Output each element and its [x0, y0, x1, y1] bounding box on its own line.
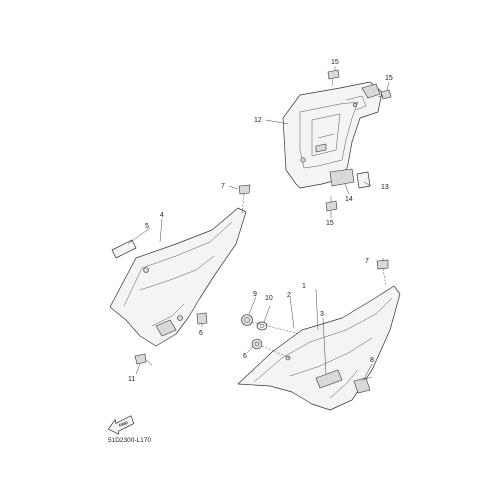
- right-side-cover: [237, 285, 401, 411]
- callout-4: 4: [160, 212, 164, 219]
- callout-5: 5: [145, 223, 149, 230]
- damper-6-left: [196, 312, 208, 325]
- callout-2: 2: [287, 292, 291, 299]
- callout-10: 10: [265, 295, 273, 302]
- washer-10: [256, 321, 268, 331]
- left-side-cover: [109, 207, 247, 347]
- grommet-7-right: [376, 259, 389, 287]
- pad-14: [356, 171, 371, 189]
- callout-6-right: 6: [243, 353, 247, 360]
- bracket-body: [282, 81, 383, 189]
- callout-6-left: 6: [199, 330, 203, 337]
- callout-9: 9: [253, 291, 257, 298]
- bolt-15-top: [327, 69, 340, 87]
- right-cover-body: [237, 285, 401, 411]
- grommet-7-left: [238, 184, 251, 215]
- bracket-mount-tab: [361, 83, 381, 99]
- callout-7-right: 7: [365, 258, 369, 265]
- callout-1: 1: [302, 283, 306, 290]
- bolt-11: [134, 353, 153, 366]
- bolts-15: [325, 69, 392, 212]
- grommets-7: [238, 184, 389, 287]
- bolt-15-right: [377, 89, 392, 100]
- leader-lines: [127, 66, 390, 380]
- callout-15-bottom: 15: [326, 220, 334, 227]
- callout-7-left: 7: [221, 183, 225, 190]
- emblem-5: [111, 239, 137, 259]
- damper-pads: [329, 168, 371, 189]
- callout-8: 8: [370, 357, 374, 364]
- fwd-label: FWD: [118, 420, 128, 428]
- bolt-15-bottom: [325, 196, 338, 212]
- damper-6-right: [251, 338, 263, 350]
- screw-8: [353, 376, 373, 394]
- callout-11: 11: [128, 376, 135, 383]
- callout-3: 3: [320, 311, 324, 318]
- nut-9: [241, 314, 253, 326]
- bracket-assembly: [282, 81, 383, 189]
- fwd-arrow-icon: FWD: [107, 415, 135, 435]
- pad-13: [329, 168, 355, 187]
- callout-15-right: 15: [385, 75, 393, 82]
- decal-3: [315, 369, 343, 389]
- callout-14: 14: [345, 196, 353, 203]
- callout-12: 12: [254, 117, 262, 124]
- callout-13: 13: [381, 184, 389, 191]
- callout-15-top: 15: [331, 59, 339, 66]
- diagram-code: 51D2300-L170: [108, 437, 151, 444]
- callout-labels: 15 15 12 13 14 15 7 4 5 6 11 7 1 2 3 9 1…: [128, 59, 393, 383]
